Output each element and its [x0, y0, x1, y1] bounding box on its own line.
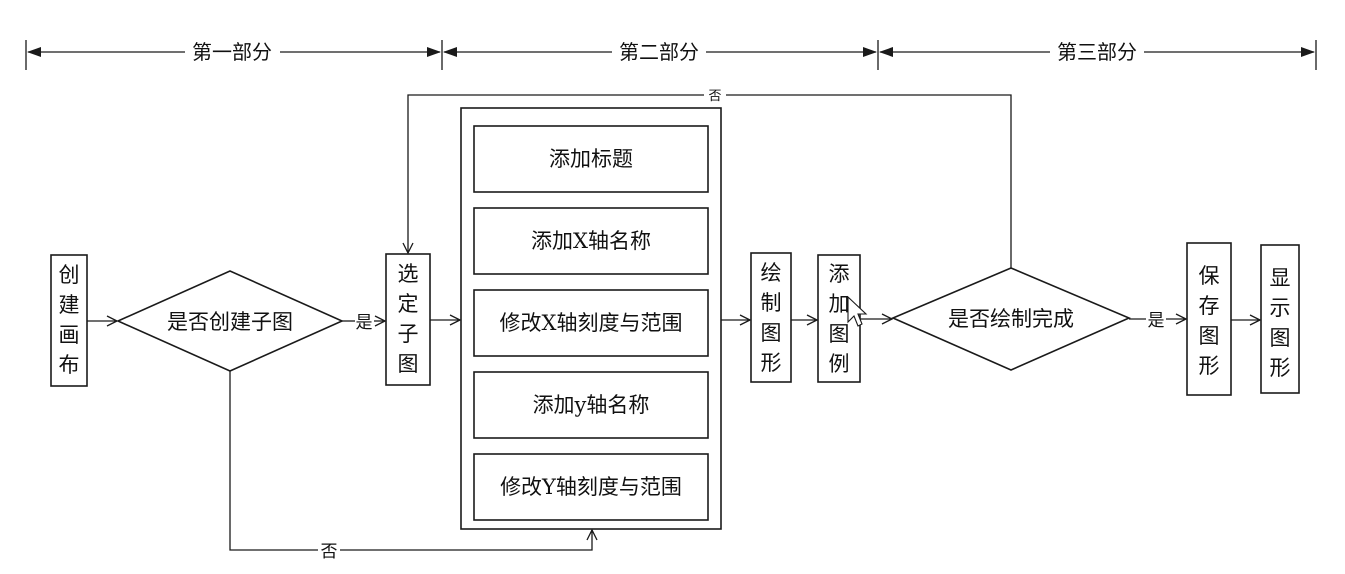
node-char: 形	[761, 351, 782, 375]
edge-label-no: 否	[708, 89, 721, 104]
section-header: 第一部分 第二部分 第三部分	[25, 40, 1317, 70]
node-char: 制	[761, 291, 782, 315]
node-select-subplot: 选 定 子 图	[385, 253, 431, 386]
node-char: 图	[1270, 326, 1291, 350]
label-bg	[318, 541, 340, 559]
decision-draw-done: 是否绘制完成	[890, 267, 1132, 371]
step-add-y-name	[473, 371, 709, 439]
decision-label: 是否绘制完成	[948, 307, 1074, 331]
node-char: 图	[1199, 324, 1220, 348]
node-char: 存	[1199, 294, 1220, 318]
node-char: 例	[829, 352, 850, 376]
node-char: 保	[1199, 264, 1220, 288]
node-char: 图	[398, 352, 419, 376]
node-char: 示	[1270, 296, 1291, 320]
node-create-canvas: 创 建 画 布	[50, 254, 88, 387]
edge-label-no: 否	[321, 542, 338, 562]
node-char: 子	[398, 322, 419, 346]
section-label-part2: 第二部分	[619, 40, 699, 64]
section-label-part1: 第一部分	[192, 40, 272, 64]
node-add-legend: 添 加 图 例	[817, 254, 861, 383]
axis-config-group: 添加标题 添加X轴名称 修改X轴刻度与范围 添加y轴名称 修改Y轴刻度与范围	[460, 107, 722, 530]
step-label: 修改Y轴刻度与范围	[500, 475, 682, 499]
step-label: 添加标题	[549, 147, 633, 171]
step-label: 修改X轴刻度与范围	[500, 311, 683, 335]
node-char: 图	[761, 321, 782, 345]
step-add-x-name	[473, 207, 709, 275]
decision-create-subplot: 是否创建子图	[116, 270, 344, 372]
node-char: 图	[829, 322, 850, 346]
connector-no-subplot	[229, 371, 592, 551]
node-draw-graph: 绘 制 图 形	[750, 252, 792, 383]
label-bg	[704, 88, 726, 102]
node-char: 定	[398, 292, 419, 316]
step-label: 添加y轴名称	[533, 393, 650, 417]
edge-label-yes: 是	[1148, 311, 1165, 331]
node-char: 加	[829, 292, 850, 316]
node-char: 显	[1270, 266, 1291, 290]
section-label-part3: 第三部分	[1057, 40, 1137, 64]
node-char: 布	[59, 353, 80, 377]
node-char: 形	[1270, 356, 1291, 380]
decision-label: 是否创建子图	[167, 310, 293, 334]
step-modify-y-ticks	[473, 453, 709, 521]
node-char: 形	[1199, 354, 1220, 378]
step-modify-x-ticks	[473, 289, 709, 357]
node-show-graph: 显 示 图 形	[1260, 244, 1300, 394]
node-char: 画	[59, 323, 80, 347]
node-save-graph: 保 存 图 形	[1186, 242, 1232, 396]
node-char: 建	[59, 293, 80, 317]
step-label: 添加X轴名称	[531, 229, 651, 253]
node-char: 选	[398, 262, 419, 286]
mouse-cursor-icon	[847, 295, 868, 327]
node-char: 创	[59, 263, 80, 287]
node-char: 添	[829, 262, 850, 286]
edge-label-yes: 是	[356, 313, 373, 333]
node-char: 绘	[761, 261, 782, 285]
step-add-title	[473, 125, 709, 193]
